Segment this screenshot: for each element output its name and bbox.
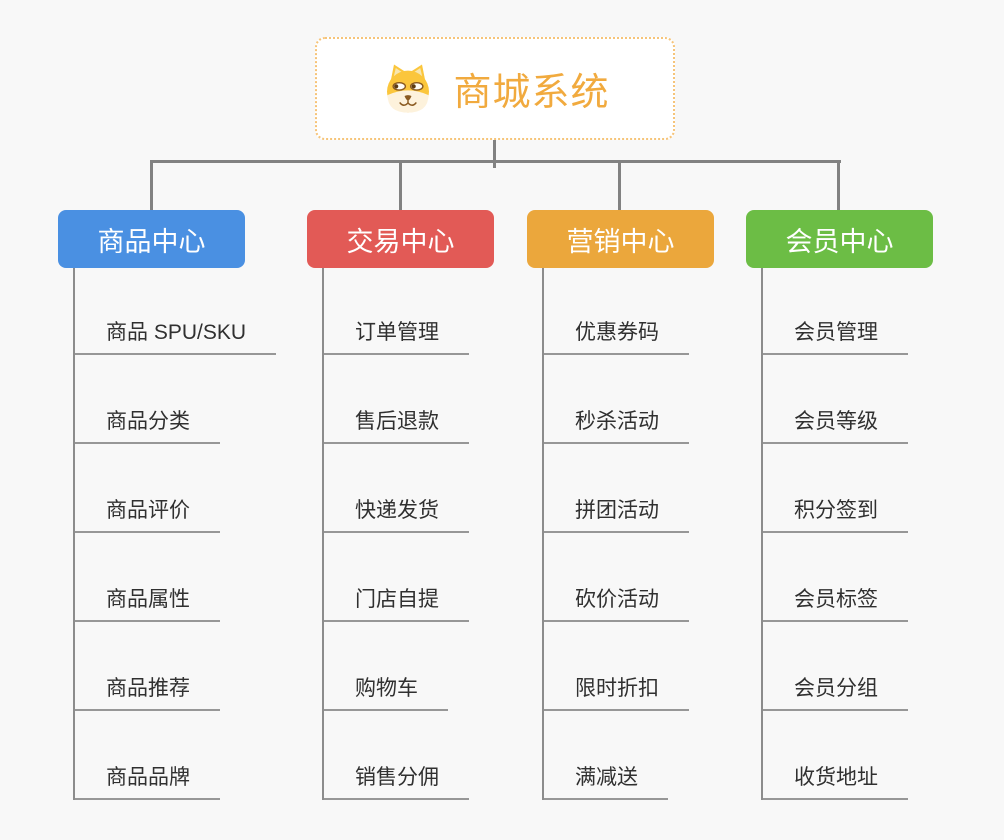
leaf-topic[interactable]: 商品品牌: [73, 711, 220, 800]
branch-header-marketing-center[interactable]: 营销中心: [527, 210, 714, 268]
leaf-topic[interactable]: 收货地址: [761, 711, 908, 800]
branch-marketing-center: 营销中心 优惠券码 秒杀活动 拼团活动 砍价活动 限时折扣 满减送: [527, 210, 714, 800]
leaf-topic[interactable]: 商品推荐: [73, 622, 220, 711]
connector-root-stub: [493, 140, 496, 168]
leaf-topic[interactable]: 订单管理: [322, 268, 469, 355]
leaf-topic[interactable]: 满减送: [542, 711, 668, 800]
connector-drop-marketing: [618, 161, 621, 210]
leaf-topic[interactable]: 砍价活动: [542, 533, 689, 622]
branch-header-member-center[interactable]: 会员中心: [746, 210, 933, 268]
branch-header-product-center[interactable]: 商品中心: [58, 210, 245, 268]
dog-face-icon: [380, 61, 436, 117]
leaf-topic[interactable]: 会员管理: [761, 268, 908, 355]
branch-items-member: 会员管理 会员等级 积分签到 会员标签 会员分组 收货地址: [761, 268, 908, 800]
connector-drop-member: [837, 161, 840, 210]
leaf-topic[interactable]: 秒杀活动: [542, 355, 689, 444]
connector-drop-trade: [399, 161, 402, 210]
leaf-topic[interactable]: 售后退款: [322, 355, 469, 444]
leaf-topic[interactable]: 会员等级: [761, 355, 908, 444]
leaf-topic[interactable]: 优惠券码: [542, 268, 689, 355]
branch-member-center: 会员中心 会员管理 会员等级 积分签到 会员标签 会员分组 收货地址: [746, 210, 933, 800]
connector-horizontal-bar: [150, 160, 841, 163]
leaf-topic[interactable]: 商品评价: [73, 444, 220, 533]
branch-trade-center: 交易中心 订单管理 售后退款 快递发货 门店自提 购物车 销售分佣: [307, 210, 494, 800]
branch-items-marketing: 优惠券码 秒杀活动 拼团活动 砍价活动 限时折扣 满减送: [542, 268, 689, 800]
leaf-topic[interactable]: 销售分佣: [322, 711, 469, 800]
leaf-topic[interactable]: 会员分组: [761, 622, 908, 711]
leaf-topic[interactable]: 积分签到: [761, 444, 908, 533]
leaf-topic[interactable]: 拼团活动: [542, 444, 689, 533]
leaf-topic[interactable]: 门店自提: [322, 533, 469, 622]
leaf-topic[interactable]: 商品属性: [73, 533, 220, 622]
leaf-topic[interactable]: 商品分类: [73, 355, 220, 444]
leaf-topic[interactable]: 限时折扣: [542, 622, 689, 711]
branch-items-product: 商品 SPU/SKU 商品分类 商品评价 商品属性 商品推荐 商品品牌: [73, 268, 277, 800]
leaf-topic[interactable]: 购物车: [322, 622, 448, 711]
leaf-topic[interactable]: 会员标签: [761, 533, 908, 622]
leaf-topic[interactable]: 快递发货: [322, 444, 469, 533]
branch-product-center: 商品中心 商品 SPU/SKU 商品分类 商品评价 商品属性 商品推荐 商品品牌: [58, 210, 277, 800]
leaf-topic[interactable]: 商品 SPU/SKU: [73, 268, 277, 355]
branch-items-trade: 订单管理 售后退款 快递发货 门店自提 购物车 销售分佣: [322, 268, 469, 800]
root-topic-title: 商城系统: [453, 72, 610, 114]
branch-header-trade-center[interactable]: 交易中心: [307, 210, 494, 268]
root-topic[interactable]: 商城系统: [315, 37, 675, 140]
connector-drop-product: [150, 161, 153, 210]
